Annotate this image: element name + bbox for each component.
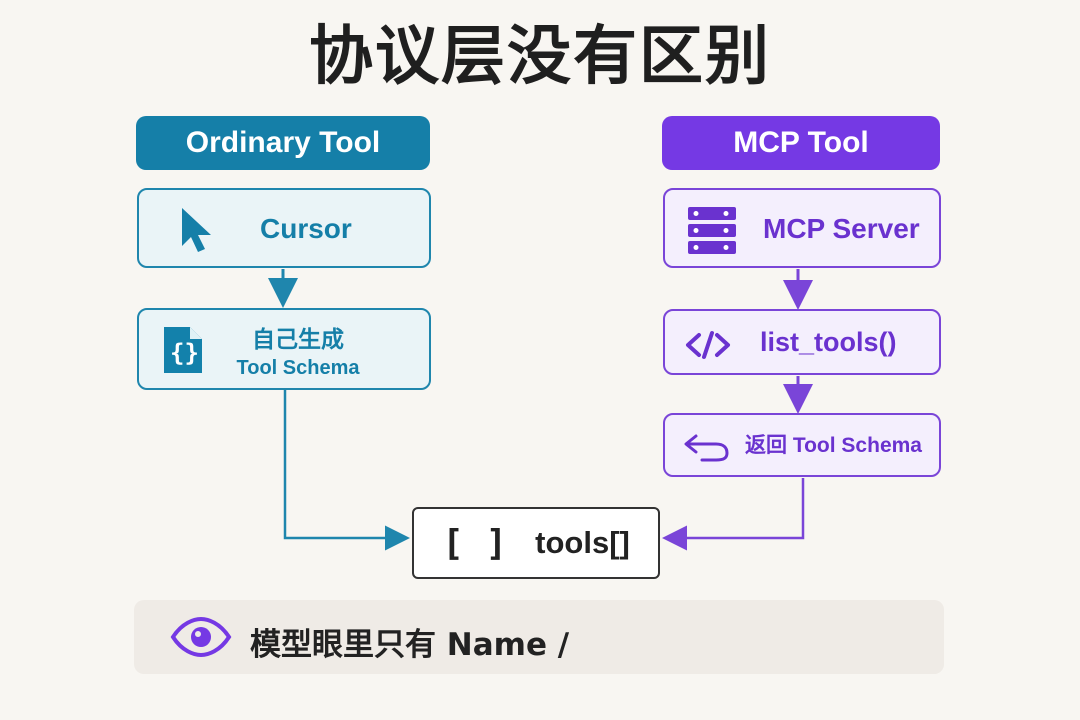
ordinary-schema-box: {} 自己生成 Tool Schema: [137, 308, 431, 390]
bottom-fade-overlay: [724, 600, 944, 674]
eye-icon: [170, 616, 232, 658]
tools-array-box: [ ] tools[]: [412, 507, 660, 579]
cursor-label: Cursor: [260, 213, 352, 244]
mcp-tool-header-label: MCP Tool: [733, 126, 869, 159]
page-title: 协议层没有区别: [309, 20, 771, 94]
list-tools-label: list_tools(): [760, 327, 897, 357]
bracket-symbol: [ ]: [442, 522, 508, 564]
return-to-tools-arrow: [662, 478, 805, 551]
return-arrow-icon: [681, 432, 731, 462]
server-icon: [686, 204, 738, 256]
ordinary-tool-header: Ordinary Tool: [136, 116, 430, 170]
code-icon: [684, 331, 732, 359]
cursor-box: Cursor: [137, 188, 431, 268]
return-schema-box: 返回 Tool Schema: [663, 413, 941, 477]
ordinary-schema-text: 自己生成 Tool Schema: [236, 326, 360, 380]
schema-label-bottom: Tool Schema: [236, 357, 360, 380]
tools-array-label: tools[]: [535, 525, 630, 560]
schema-to-tools-arrow: [283, 390, 410, 551]
schema-label-top: 自己生成: [252, 326, 344, 352]
return-schema-label: 返回 Tool Schema: [745, 434, 922, 457]
svg-text:{}: {}: [170, 339, 199, 367]
mcp-server-box: MCP Server: [663, 188, 941, 268]
ordinary-tool-header-label: Ordinary Tool: [185, 126, 381, 159]
list-tools-box: list_tools(): [663, 309, 941, 375]
mcp-server-label: MCP Server: [763, 213, 920, 244]
json-file-icon: {}: [162, 325, 204, 375]
bottom-summary-text: 模型眼里只有 Name /: [250, 627, 570, 663]
cursor-icon: [179, 206, 215, 254]
bottom-summary-bar: 模型眼里只有 Name /: [134, 600, 944, 674]
mcp-tool-header: MCP Tool: [662, 116, 940, 170]
